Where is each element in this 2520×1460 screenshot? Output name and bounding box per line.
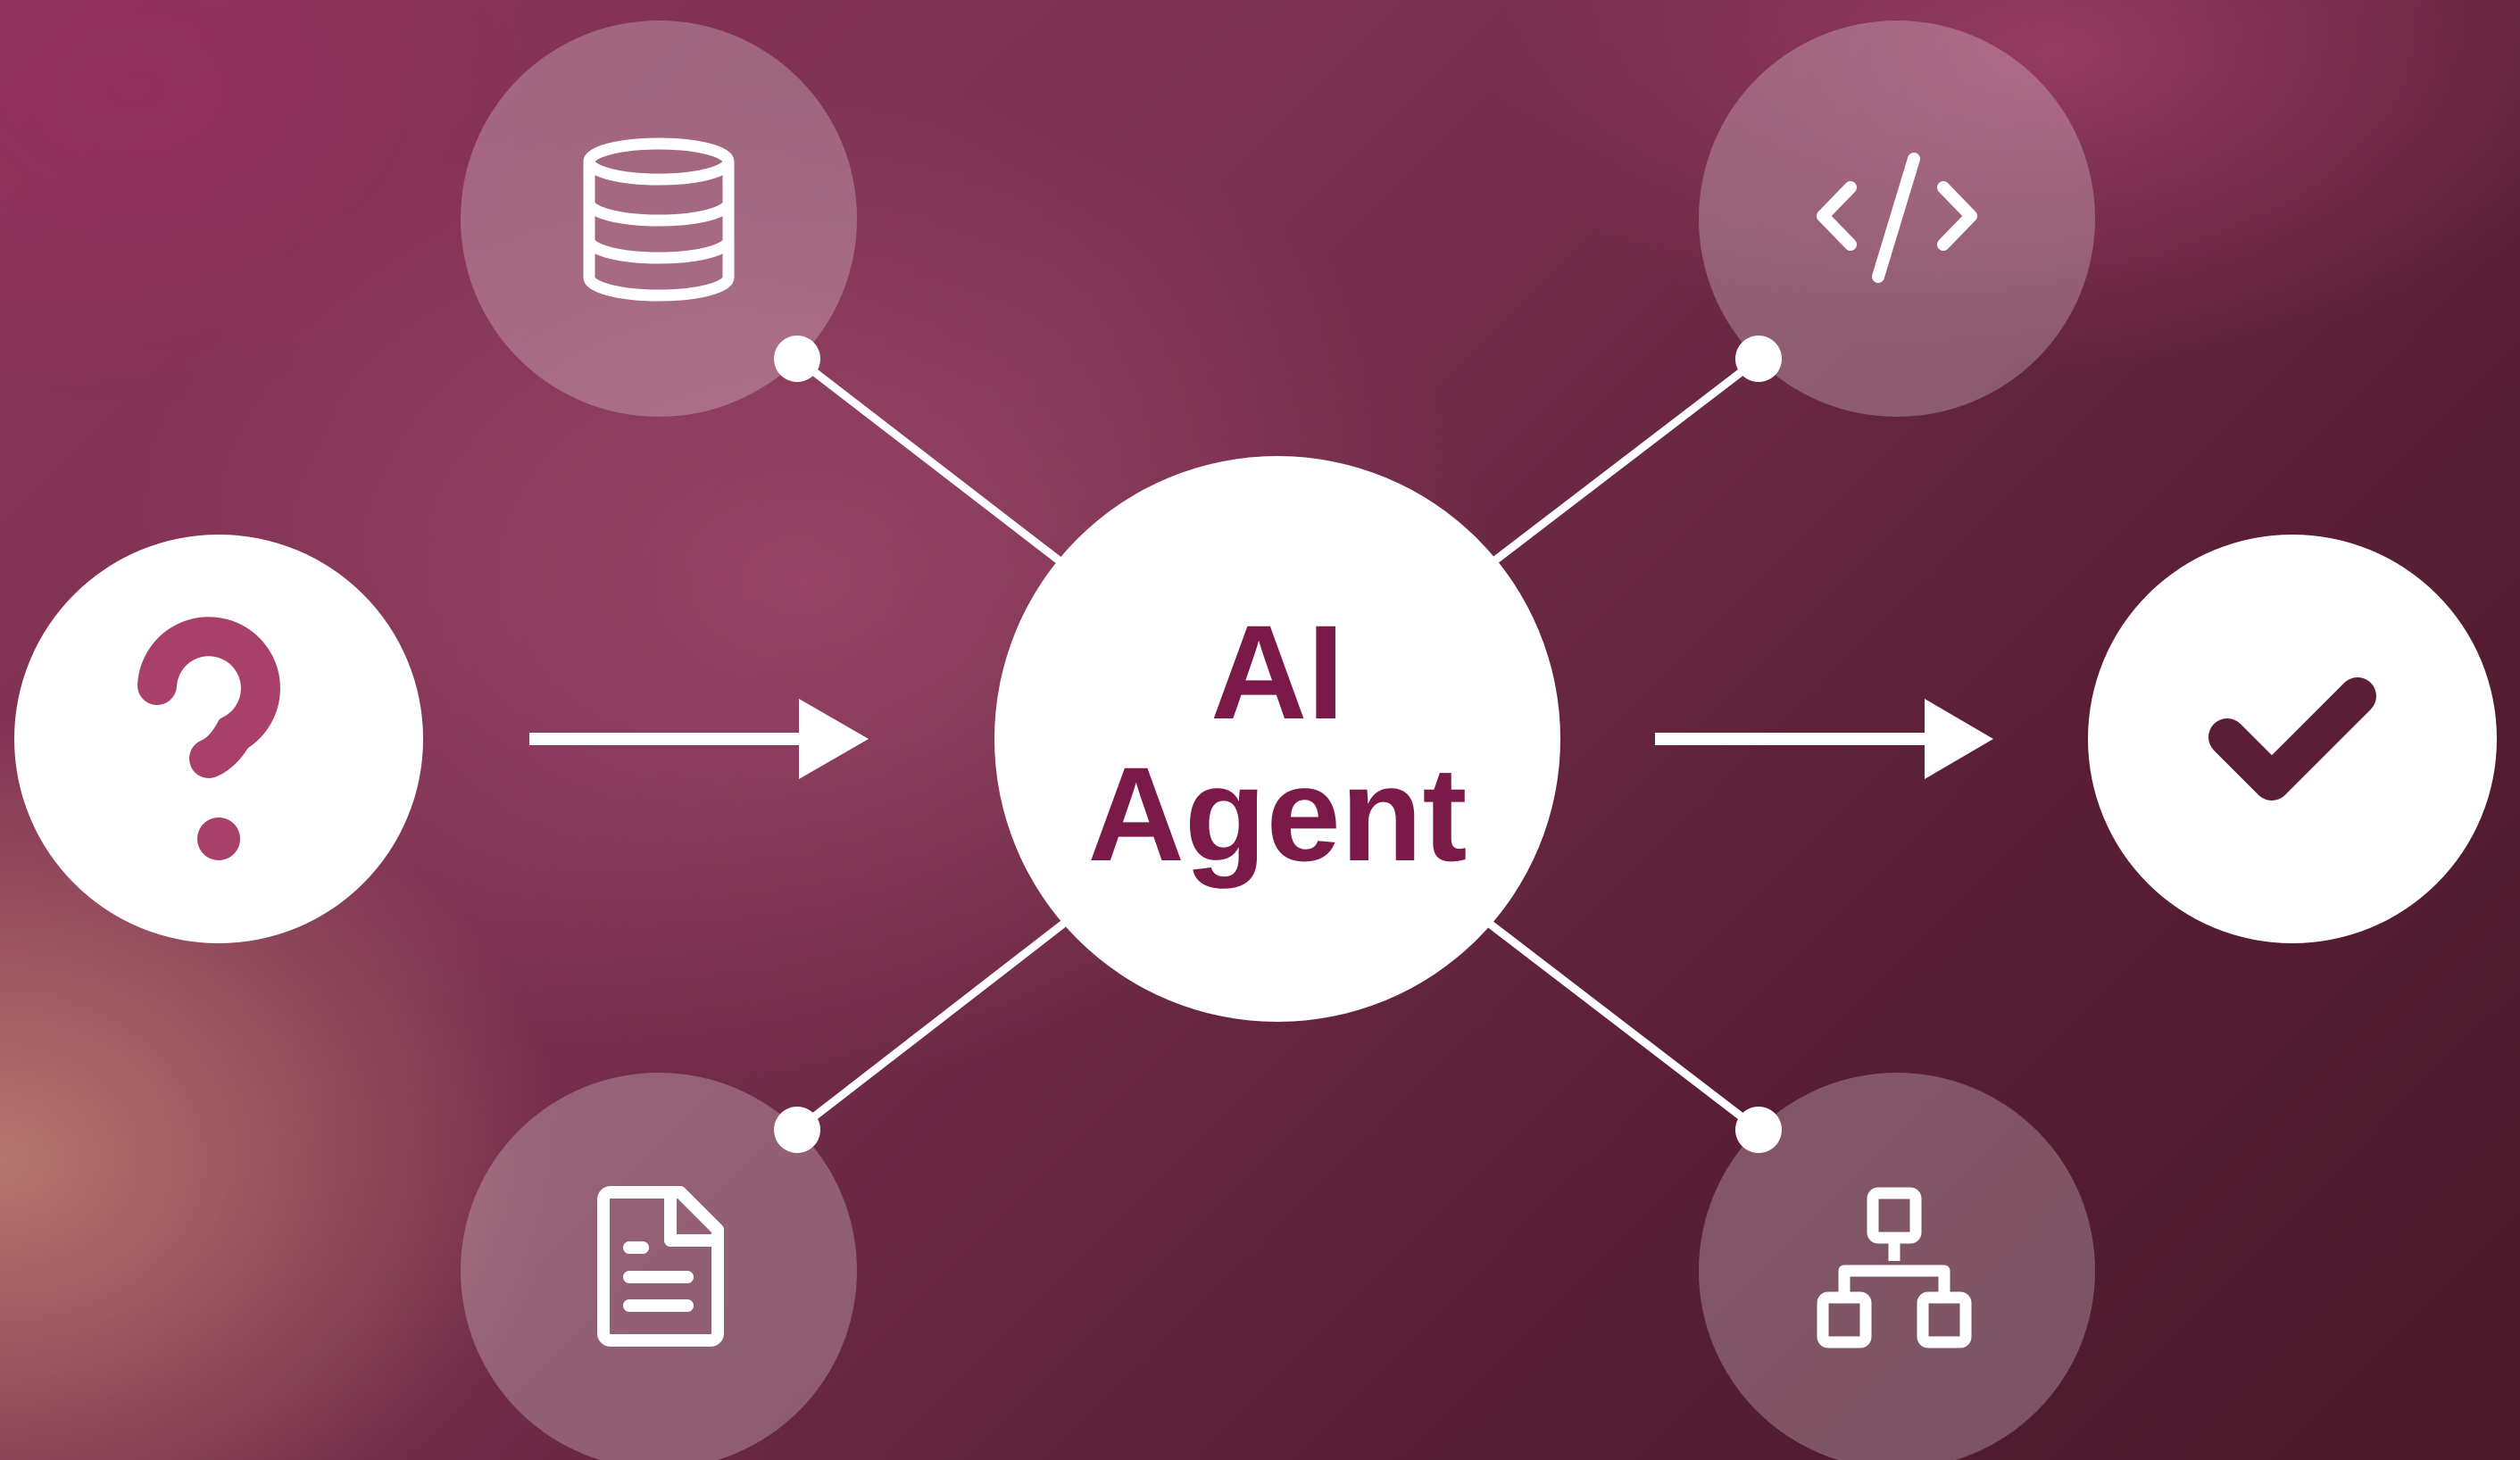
agent-node: AI Agent bbox=[994, 456, 1560, 1022]
question-mark-icon bbox=[137, 617, 280, 860]
connector-hierarchy bbox=[1486, 920, 1763, 1134]
agent-label-line1: AI bbox=[1210, 597, 1344, 747]
connector-dot-database bbox=[774, 336, 820, 382]
database-icon bbox=[583, 137, 735, 302]
agent-label-line2: Agent bbox=[1088, 739, 1468, 889]
connector-dot-document bbox=[774, 1107, 820, 1153]
checkmark-icon bbox=[2208, 677, 2376, 801]
tool-node-code bbox=[1699, 21, 2095, 417]
arrow-agent-to-output bbox=[1655, 699, 1993, 779]
connector-dot-hierarchy bbox=[1735, 1107, 1782, 1153]
connector-code bbox=[1492, 354, 1763, 564]
arrow-input-to-agent bbox=[529, 699, 869, 779]
code-icon bbox=[1817, 153, 1977, 283]
tool-node-document bbox=[461, 1073, 857, 1460]
connector-document bbox=[793, 920, 1067, 1134]
tool-node-database bbox=[461, 21, 857, 417]
connector-database bbox=[793, 354, 1062, 564]
document-icon bbox=[597, 1186, 724, 1347]
hierarchy-icon bbox=[1817, 1187, 1972, 1348]
output-node bbox=[2088, 535, 2497, 943]
connectors bbox=[793, 354, 1763, 1134]
input-node bbox=[14, 535, 423, 943]
connector-dots bbox=[774, 336, 1782, 1153]
connector-dot-code bbox=[1735, 336, 1782, 382]
tool-node-hierarchy bbox=[1699, 1073, 2095, 1460]
